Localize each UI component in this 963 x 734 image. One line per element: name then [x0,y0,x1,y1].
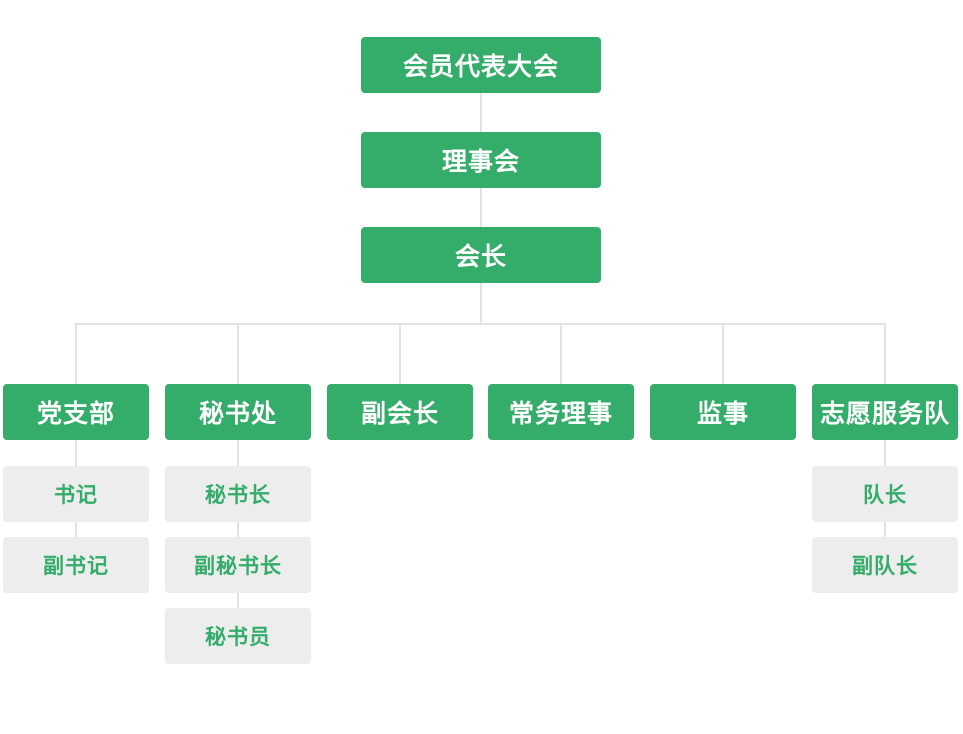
department-drop-line [722,324,724,384]
department-drop-line [560,324,562,384]
chain-box: 会长 [361,227,601,283]
member-box: 副书记 [3,537,149,593]
department-drop-line [237,324,239,384]
member-box: 副队长 [812,537,958,593]
member-box: 秘书员 [165,608,311,664]
department-box: 监事 [650,384,796,440]
department-box: 常务理事 [488,384,634,440]
chain-box: 理事会 [361,132,601,188]
department-bus-line [75,323,886,325]
department-box: 党支部 [3,384,149,440]
member-box: 秘书长 [165,466,311,522]
department-box: 志愿服务队 [812,384,958,440]
department-drop-line [399,324,401,384]
member-box: 书记 [3,466,149,522]
department-box: 秘书处 [165,384,311,440]
main-connector-line [480,93,482,324]
department-drop-line [884,324,886,384]
member-box: 副秘书长 [165,537,311,593]
department-drop-line [75,324,77,384]
chain-box: 会员代表大会 [361,37,601,93]
member-box: 队长 [812,466,958,522]
department-box: 副会长 [327,384,473,440]
